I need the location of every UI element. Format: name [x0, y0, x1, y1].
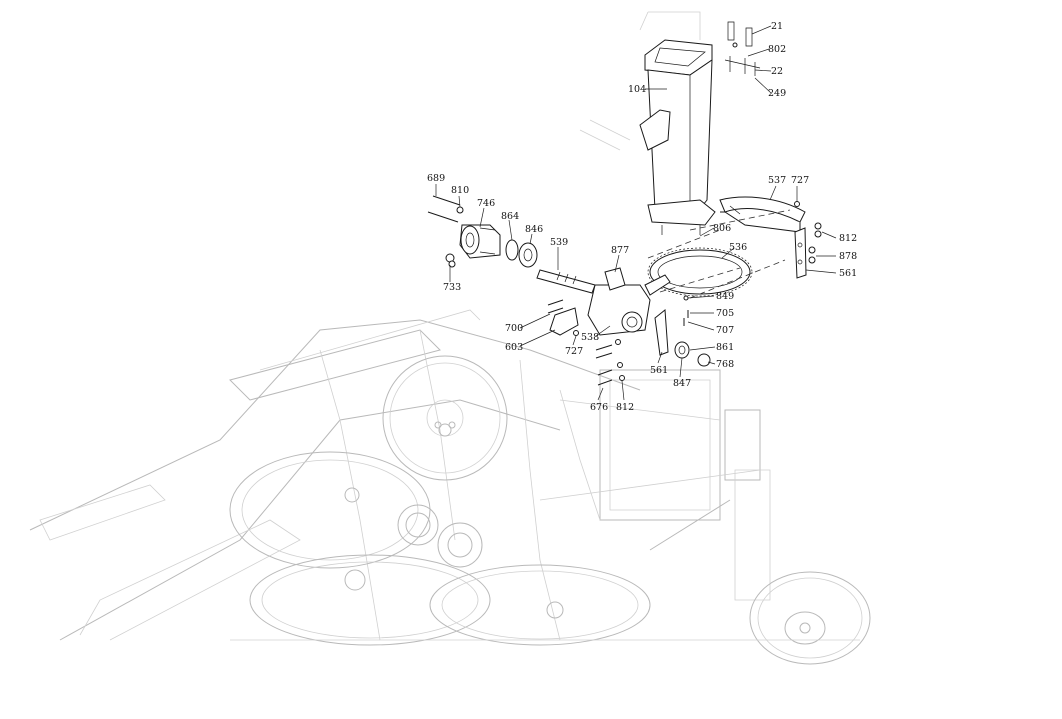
- callout-561-right[interactable]: 561: [839, 268, 857, 279]
- callout-249[interactable]: 249: [768, 88, 786, 99]
- callout-104[interactable]: 104: [628, 84, 646, 95]
- callout-806[interactable]: 806: [713, 223, 731, 234]
- callout-847[interactable]: 847: [673, 378, 691, 389]
- callout-561-bottom[interactable]: 561: [650, 365, 668, 376]
- swivel-ring-bracket-537[interactable]: [719, 196, 806, 233]
- ghost-machine-background: [29, 11, 871, 665]
- callout-727-bottom[interactable]: 727: [565, 346, 583, 357]
- callout-labels: 21 802 22 249 104 537 727 689 810 746 86…: [427, 21, 857, 413]
- callout-812-right[interactable]: 812: [839, 233, 857, 244]
- deflector-hardware-21-802-22-249[interactable]: [724, 21, 761, 76]
- callout-705[interactable]: 705: [716, 308, 734, 319]
- callout-707[interactable]: 707: [716, 325, 734, 336]
- leader-lines: [435, 25, 837, 401]
- callout-861[interactable]: 861: [716, 342, 734, 353]
- callout-846[interactable]: 846: [525, 224, 543, 235]
- callout-878[interactable]: 878: [839, 251, 857, 262]
- bolts-689-810-733[interactable]: [427, 195, 464, 268]
- callout-849[interactable]: 849: [716, 291, 734, 302]
- callout-864[interactable]: 864: [501, 211, 519, 222]
- callout-812-bottom[interactable]: 812: [616, 402, 634, 413]
- callout-746[interactable]: 746: [477, 198, 495, 209]
- brackets-603-561[interactable]: [549, 227, 807, 356]
- callout-538[interactable]: 538: [581, 332, 599, 343]
- bearings-846-864[interactable]: [505, 239, 538, 268]
- small-hardware[interactable]: [547, 222, 822, 386]
- assembly-dashed-lines: [647, 209, 791, 299]
- callout-877[interactable]: 877: [611, 245, 629, 256]
- callout-536[interactable]: 536: [729, 242, 747, 253]
- callout-768[interactable]: 768: [716, 359, 734, 370]
- callout-537[interactable]: 537: [768, 175, 786, 186]
- callout-676[interactable]: 676: [590, 402, 608, 413]
- callout-810[interactable]: 810: [451, 185, 469, 196]
- ring-gear-536[interactable]: [647, 247, 753, 297]
- callout-802[interactable]: 802: [768, 44, 786, 55]
- shaft-539[interactable]: [536, 269, 596, 294]
- callout-21[interactable]: 21: [771, 21, 783, 32]
- callout-603[interactable]: 603: [505, 342, 523, 353]
- drive-housing-538[interactable]: [587, 267, 671, 336]
- motor-746[interactable]: [459, 224, 501, 259]
- callout-539[interactable]: 539: [550, 237, 568, 248]
- callout-733[interactable]: 733: [443, 282, 461, 293]
- chute-assembly-104[interactable]: [639, 39, 716, 235]
- callout-689[interactable]: 689: [427, 173, 445, 184]
- callout-700[interactable]: 700: [505, 323, 523, 334]
- callout-727-top[interactable]: 727: [791, 175, 809, 186]
- callout-22[interactable]: 22: [771, 66, 783, 77]
